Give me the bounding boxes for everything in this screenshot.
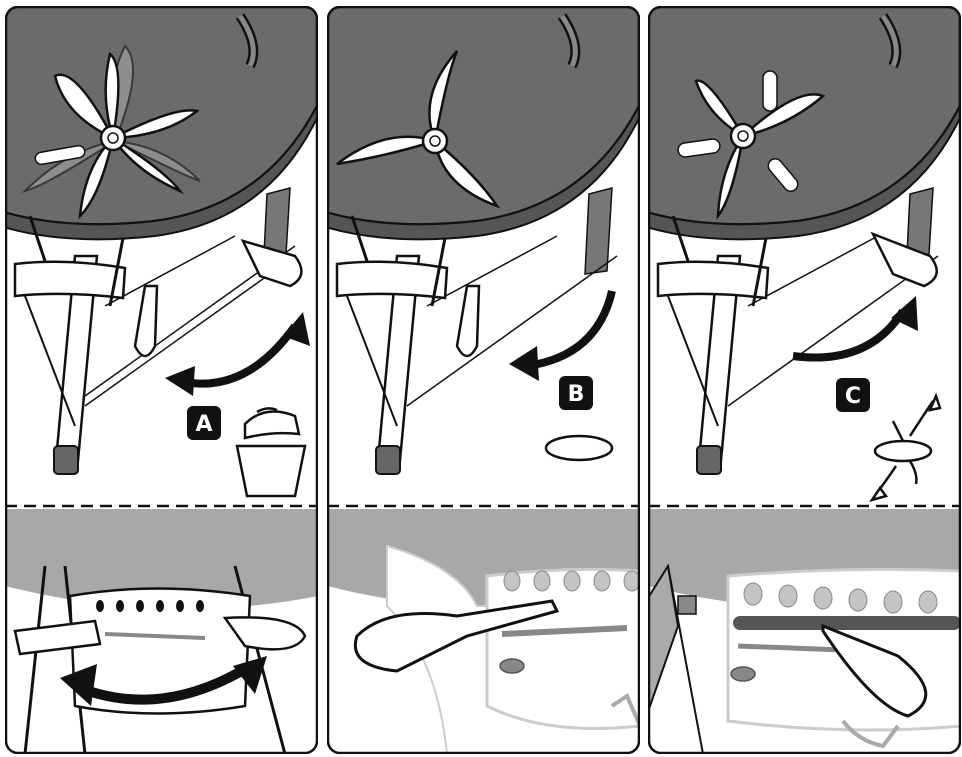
rotate-arrow [793, 311, 903, 358]
badge-a: A [187, 406, 221, 440]
rotate-arrow [180, 326, 295, 384]
airflow-arrows-icon [872, 396, 940, 500]
closed-oval-icon [546, 436, 612, 460]
panel-a: A [5, 6, 318, 754]
side-handle [15, 262, 125, 298]
panel-c: C [648, 6, 961, 754]
panel-b: B [327, 6, 640, 754]
badge-b: B [559, 376, 593, 410]
kettle-lid [648, 6, 960, 224]
lid-bin-icon [237, 408, 305, 496]
rotate-arrow [527, 291, 612, 366]
badge-c: C [836, 378, 870, 412]
kettle-lid [5, 6, 317, 224]
panel-a-illustration: A [5, 6, 318, 754]
badge-a-label: A [195, 412, 212, 437]
panel-c-illustration: C [648, 6, 961, 754]
panel-b-illustration: B [327, 6, 640, 754]
badge-c-label: C [845, 384, 861, 409]
badge-b-label: B [568, 382, 585, 407]
